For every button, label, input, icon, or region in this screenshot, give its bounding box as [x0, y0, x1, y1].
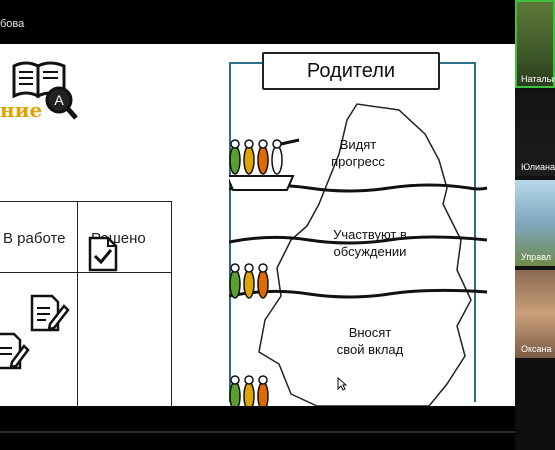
- mouse-cursor-icon: [337, 377, 347, 391]
- iceberg-illustration: [229, 103, 488, 406]
- participant-tile[interactable]: Юлиана: [515, 92, 555, 176]
- iceberg-level-1: Видят прогресс: [331, 137, 385, 169]
- bottom-bar: [0, 406, 515, 450]
- top-bar: бова: [0, 0, 515, 44]
- participants-panel: Натальи Юлиана Управл Оксана: [515, 0, 555, 450]
- participant-tile-empty: [515, 362, 555, 450]
- document-check-icon: [88, 236, 118, 272]
- iceberg-level-3: Вносят свой вклад: [336, 325, 404, 357]
- participant-tile[interactable]: Управл: [515, 180, 555, 266]
- participant-name: Управл: [521, 252, 552, 262]
- iceberg-level-2: Участвуют в обсуждении: [333, 227, 407, 259]
- kanban-table: В работе Решено: [0, 201, 172, 406]
- presenter-name: бова: [0, 18, 25, 30]
- slide-heading-fragment: ние: [0, 98, 43, 122]
- participant-tile[interactable]: Оксана: [515, 270, 555, 358]
- shared-slide: A ние В работе Решено: [0, 44, 515, 406]
- svg-text:A: A: [54, 92, 64, 108]
- participant-tile[interactable]: Натальи: [515, 0, 555, 88]
- document-pencil-icon: [0, 332, 30, 370]
- participant-name: Оксана: [521, 344, 552, 354]
- iceberg-title: Родители: [262, 52, 440, 90]
- column-header-in-progress: В работе: [3, 230, 66, 247]
- participant-name: Юлиана: [521, 162, 555, 172]
- book-search-icon: A: [12, 61, 78, 120]
- document-pencil-icon: [30, 294, 70, 332]
- participant-name: Натальи: [521, 74, 555, 84]
- bottom-divider: [0, 431, 515, 433]
